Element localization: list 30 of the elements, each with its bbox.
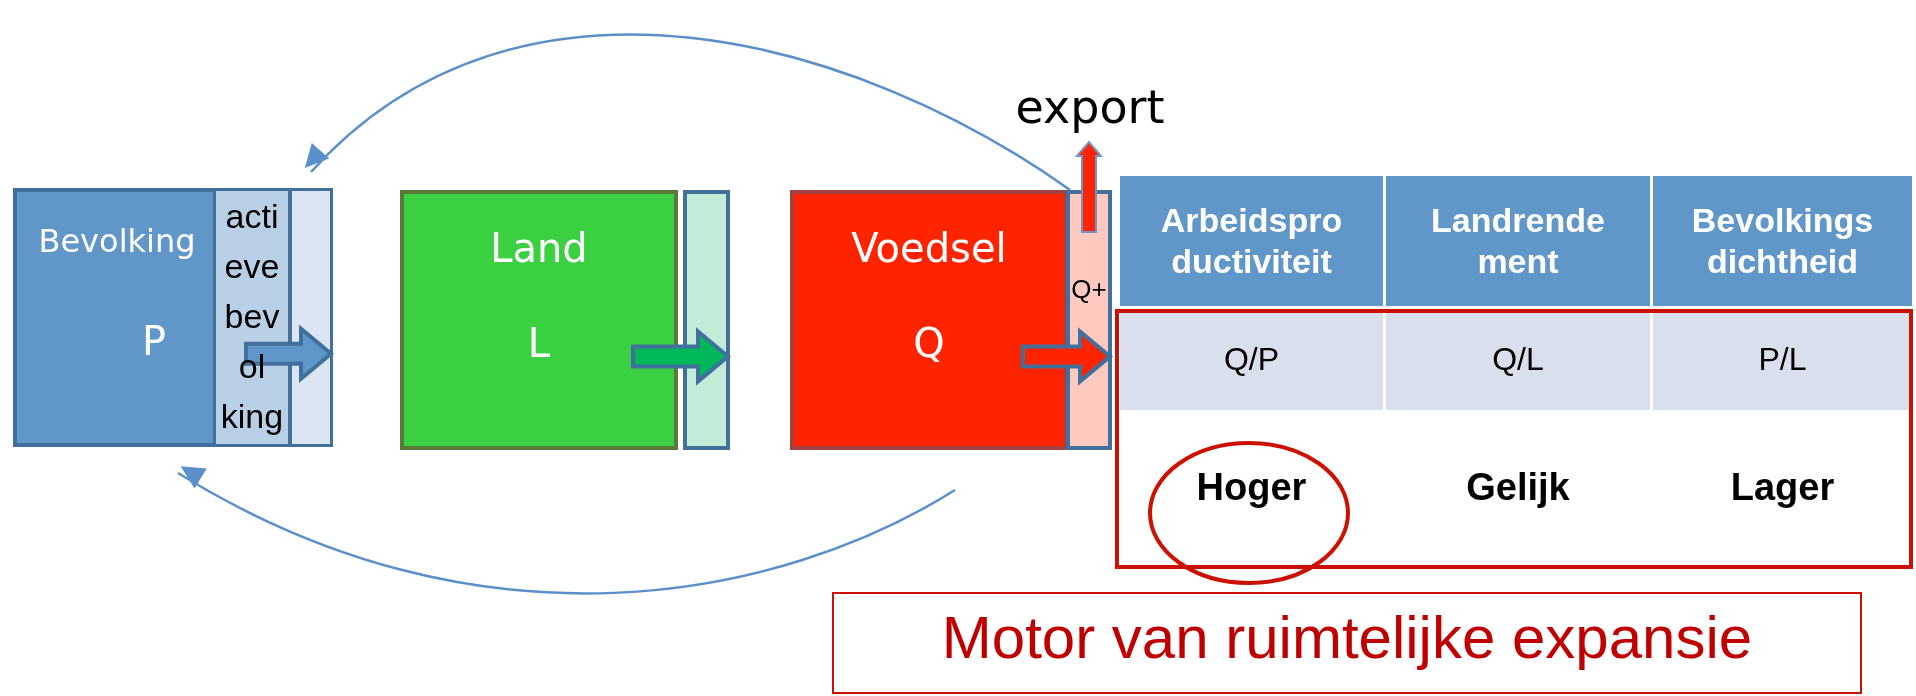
box-symbol: L bbox=[526, 319, 552, 367]
strip-label: Q+ bbox=[1070, 274, 1108, 306]
curved-arrow bbox=[177, 466, 956, 595]
box-symbol: P bbox=[140, 317, 168, 365]
table-text: Q/P bbox=[1223, 340, 1280, 379]
food-box bbox=[790, 190, 1068, 450]
curved-arrow bbox=[305, 33, 1071, 192]
strip-label: acti eve bev ol king bbox=[219, 196, 285, 437]
title-box bbox=[832, 592, 1862, 694]
box-title: Voedsel bbox=[850, 224, 1008, 272]
active-population-strip bbox=[213, 188, 291, 447]
table-text: Hoger bbox=[1196, 464, 1307, 510]
block-arrow bbox=[1021, 327, 1114, 386]
table-text: Lager bbox=[1730, 464, 1835, 510]
block-arrow bbox=[1074, 140, 1104, 233]
export-label: export bbox=[1014, 80, 1166, 136]
table-text: Bevolkings dichtheid bbox=[1690, 200, 1875, 282]
block-arrow bbox=[244, 324, 335, 384]
block-arrow bbox=[631, 327, 732, 386]
table-text: Landrende ment bbox=[1430, 200, 1606, 282]
table-text: Q/L bbox=[1492, 340, 1544, 379]
table-text: P/L bbox=[1758, 340, 1807, 379]
table-text: Gelijk bbox=[1466, 464, 1570, 510]
title-text: Motor van ruimtelijke expansie bbox=[940, 603, 1754, 673]
population-box bbox=[13, 188, 333, 447]
box-title: Land bbox=[489, 224, 589, 272]
box-title: Bevolking bbox=[37, 222, 197, 261]
box-symbol: Q bbox=[912, 319, 946, 367]
land-box bbox=[400, 190, 678, 450]
table-text: Arbeidspro ductiviteit bbox=[1159, 200, 1344, 282]
